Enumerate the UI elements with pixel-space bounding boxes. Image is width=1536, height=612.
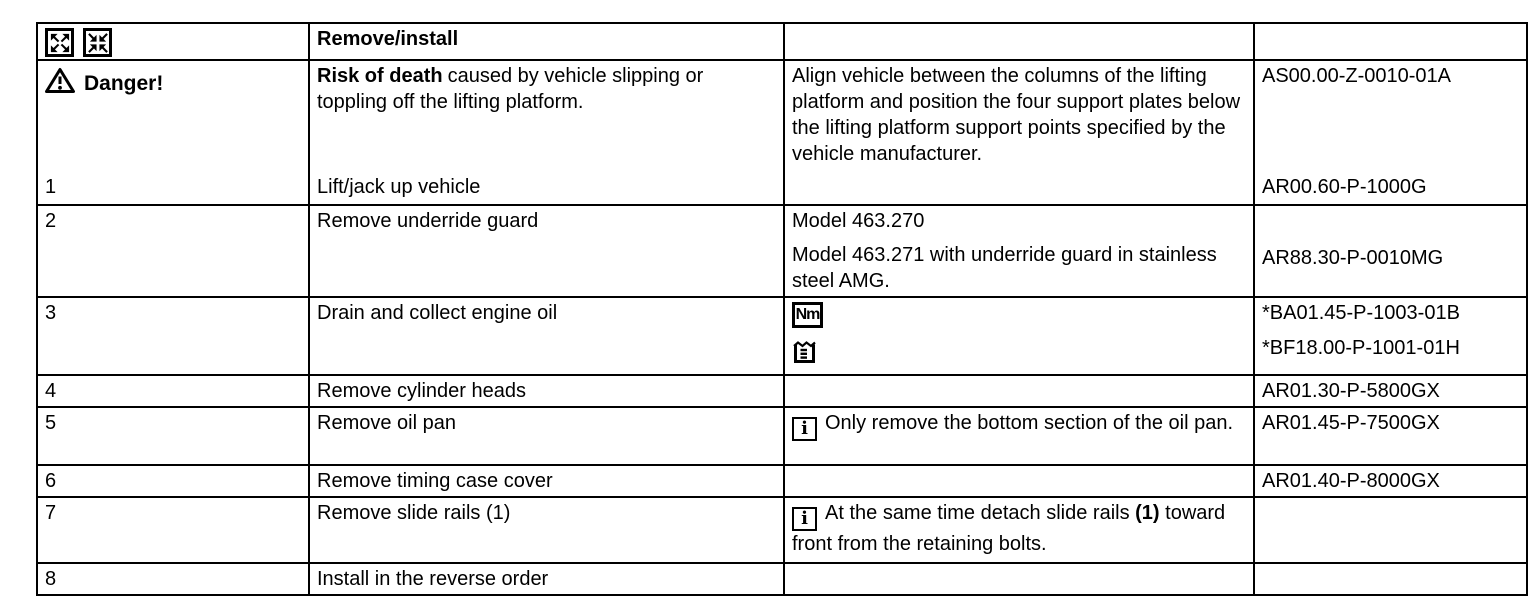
step-number-cell: 6 — [36, 464, 310, 498]
step-operation: Install in the reverse order — [317, 568, 549, 590]
document-code: AR01.45-P-7500GX — [1262, 412, 1440, 434]
torque-nm-icon: Nm — [792, 302, 823, 328]
model-note-1: Model 463.270 — [792, 210, 925, 232]
document-code: AR01.30-P-5800GX — [1262, 380, 1440, 402]
collapse-all-icon[interactable] — [83, 28, 112, 57]
info-icon: i — [792, 417, 817, 441]
danger-label: Danger! — [84, 72, 164, 95]
step-note: Only remove the bottom section of the oi… — [825, 412, 1233, 434]
step-code-cell: AR88.30-P-0010MG — [1253, 204, 1528, 298]
step-note-cell: Nm — [783, 296, 1255, 376]
step-operation: Remove slide rails (1) — [317, 502, 511, 524]
step-number: 7 — [45, 502, 57, 524]
model-note-2: Model 463.271 with underride guard in st… — [792, 244, 1217, 292]
empty-cell — [783, 562, 1255, 596]
risk-text-rest: caused by vehicle slipping or toppling o… — [317, 65, 704, 113]
step-number-cell: 7 — [36, 496, 310, 564]
step-note-cell: i Only remove the bottom section of the o… — [783, 406, 1255, 466]
danger-note-cell: Align vehicle between the columns of the… — [783, 59, 1255, 206]
step-row: 6 Remove timing case cover AR01.40-P-800… — [36, 464, 1528, 498]
step-row: 8 Install in the reverse order — [36, 562, 1528, 596]
document-code: AS00.00-Z-0010-01A — [1262, 65, 1452, 87]
step-operation: Lift/jack up vehicle — [317, 176, 481, 198]
empty-cell — [783, 374, 1255, 408]
step-row: 5 Remove oil pan i Only remove the bottom… — [36, 406, 1528, 466]
step-operation: Remove underride guard — [317, 210, 539, 232]
step-note: At the same time detach slide rails — [825, 502, 1136, 524]
step-operation-cell: Remove oil pan — [308, 406, 785, 466]
danger-step-cell: Danger! 1 — [36, 59, 310, 206]
step-number-cell: 2 — [36, 204, 310, 298]
step-operation-cell: Install in the reverse order — [308, 562, 785, 596]
info-icon: i — [792, 507, 817, 531]
step-code-cell: *BA01.45-P-1003-01B *BF18.00-P-1001-01H — [1253, 296, 1528, 376]
empty-cell — [1253, 496, 1528, 564]
document-code: AR00.60-P-1000G — [1262, 176, 1427, 198]
step-operation: Remove oil pan — [317, 412, 456, 434]
header-title-cell: Remove/install — [308, 22, 785, 61]
step-operation: Remove timing case cover — [317, 470, 553, 492]
empty-cell — [783, 464, 1255, 498]
table-title: Remove/install — [317, 28, 459, 50]
step-operation-cell: Remove slide rails (1) — [308, 496, 785, 564]
empty-cell — [1253, 22, 1528, 61]
step-number: 3 — [45, 302, 57, 324]
step-row: 2 Remove underride guard Model 463.270 M… — [36, 204, 1528, 298]
step-operation: Remove cylinder heads — [317, 380, 526, 402]
danger-instruction: Align vehicle between the columns of the… — [792, 65, 1241, 165]
step-operation: Drain and collect engine oil — [317, 302, 558, 324]
step-number: 8 — [45, 568, 57, 590]
step-number: 5 — [45, 412, 57, 434]
header-icons-cell — [36, 22, 310, 61]
step-code-cell: AR01.30-P-5800GX — [1253, 374, 1528, 408]
step-number: 2 — [45, 210, 57, 232]
step-number: 1 — [45, 176, 57, 198]
danger-code-cell: AS00.00-Z-0010-01A AR00.60-P-1000G — [1253, 59, 1528, 206]
step-number-cell: 4 — [36, 374, 310, 408]
step-number-cell: 5 — [36, 406, 310, 466]
step-note-cell: i At the same time detach slide rails (1)… — [783, 496, 1255, 564]
risk-text-bold: Risk of death — [317, 65, 443, 87]
document-code: *BA01.45-P-1003-01B — [1262, 302, 1460, 324]
step-number-cell: 3 — [36, 296, 310, 376]
empty-cell — [1253, 562, 1528, 596]
header-row: Remove/install — [36, 22, 1528, 61]
step-code-cell: AR01.40-P-8000GX — [1253, 464, 1528, 498]
document-code: AR88.30-P-0010MG — [1262, 247, 1444, 269]
step-row: 4 Remove cylinder heads AR01.30-P-5800GX — [36, 374, 1528, 408]
empty-cell — [783, 22, 1255, 61]
step-note-ref: (1) — [1135, 502, 1160, 524]
step-number-cell: 8 — [36, 562, 310, 596]
capacity-beaker-icon — [792, 339, 817, 372]
step-operation-cell: Drain and collect engine oil — [308, 296, 785, 376]
procedure-table: Remove/install Da — [36, 22, 1528, 596]
step-operation-cell: Remove cylinder heads — [308, 374, 785, 408]
step-number: 4 — [45, 380, 57, 402]
step-operation-cell: Remove timing case cover — [308, 464, 785, 498]
warning-triangle-icon — [45, 67, 75, 101]
step-row: 7 Remove slide rails (1) i At the same ti… — [36, 496, 1528, 564]
document-code: *BF18.00-P-1001-01H — [1262, 337, 1460, 359]
step-number: 6 — [45, 470, 57, 492]
step-code-cell: AR01.45-P-7500GX — [1253, 406, 1528, 466]
step-operation-cell: Remove underride guard — [308, 204, 785, 298]
step-note: toward front from the retaining bolts. — [792, 502, 1226, 555]
expand-all-icon[interactable] — [45, 28, 74, 57]
document-code: AR01.40-P-8000GX — [1262, 470, 1440, 492]
step-note-cell: Model 463.270 Model 463.271 with underri… — [783, 204, 1255, 298]
step-row: 3 Drain and collect engine oil Nm — [36, 296, 1528, 376]
